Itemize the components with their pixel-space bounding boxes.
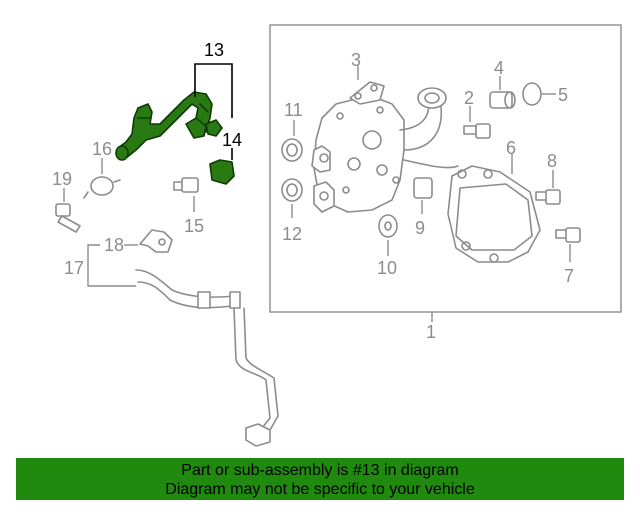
callout-15[interactable]: 15 (184, 216, 204, 236)
bolt-part-7[interactable] (555, 227, 581, 243)
callout-12[interactable]: 12 (282, 224, 302, 244)
callout-17-leader (87, 244, 136, 287)
sleeve-part-9[interactable] (413, 177, 433, 199)
pipe-part-17[interactable] (135, 269, 279, 447)
banner-line-disclaimer: Diagram may not be specific to your vehi… (165, 481, 475, 498)
assembly-box (269, 24, 622, 313)
plug-part-5[interactable] (522, 82, 542, 106)
gasket-part-3[interactable] (349, 81, 385, 105)
callout-6[interactable]: 6 (506, 138, 516, 158)
bolt-part-8[interactable] (535, 189, 561, 205)
fitting-part-19[interactable] (55, 203, 81, 233)
callout-13-leader (194, 63, 233, 118)
clamp-part-16[interactable] (83, 176, 121, 199)
callout-2[interactable]: 2 (464, 88, 474, 108)
hose-part-13-highlighted[interactable] (115, 91, 223, 161)
callout-3[interactable]: 3 (351, 50, 361, 70)
callout-18[interactable]: 18 (104, 235, 124, 255)
o-ring-part-11[interactable] (281, 138, 303, 162)
bracket-part-18[interactable] (139, 229, 173, 253)
clip-part-14[interactable] (209, 159, 235, 185)
oil-cooler-part-6[interactable] (447, 165, 541, 263)
bolt-part-2[interactable] (463, 123, 491, 139)
callout-11[interactable]: 11 (284, 100, 303, 120)
banner-line-part-info: Part or sub-assembly is #13 in diagram (181, 462, 459, 479)
callout-1[interactable]: 1 (426, 322, 436, 342)
callout-7[interactable]: 7 (564, 266, 574, 286)
callout-4[interactable]: 4 (494, 58, 504, 78)
callout-10[interactable]: 10 (377, 258, 397, 278)
callout-13[interactable]: 13 (204, 40, 224, 60)
callout-17[interactable]: 17 (64, 258, 84, 278)
callout-8[interactable]: 8 (547, 151, 557, 171)
callout-16[interactable]: 16 (92, 139, 112, 159)
callout-9[interactable]: 9 (415, 218, 425, 238)
callout-14[interactable]: 14 (222, 130, 242, 150)
callout-19[interactable]: 19 (52, 169, 72, 189)
sleeve-part-4[interactable] (489, 91, 516, 109)
info-banner: Part or sub-assembly is #13 in diagram D… (16, 458, 624, 500)
washer-part-10[interactable] (378, 214, 398, 238)
bolt-part-15[interactable] (173, 177, 199, 193)
o-ring-part-12[interactable] (281, 178, 303, 202)
oil-filter-adapter-housing[interactable] (311, 87, 459, 213)
callout-5[interactable]: 5 (558, 85, 568, 105)
exploded-parts-diagram: 1 3 (52, 24, 622, 447)
